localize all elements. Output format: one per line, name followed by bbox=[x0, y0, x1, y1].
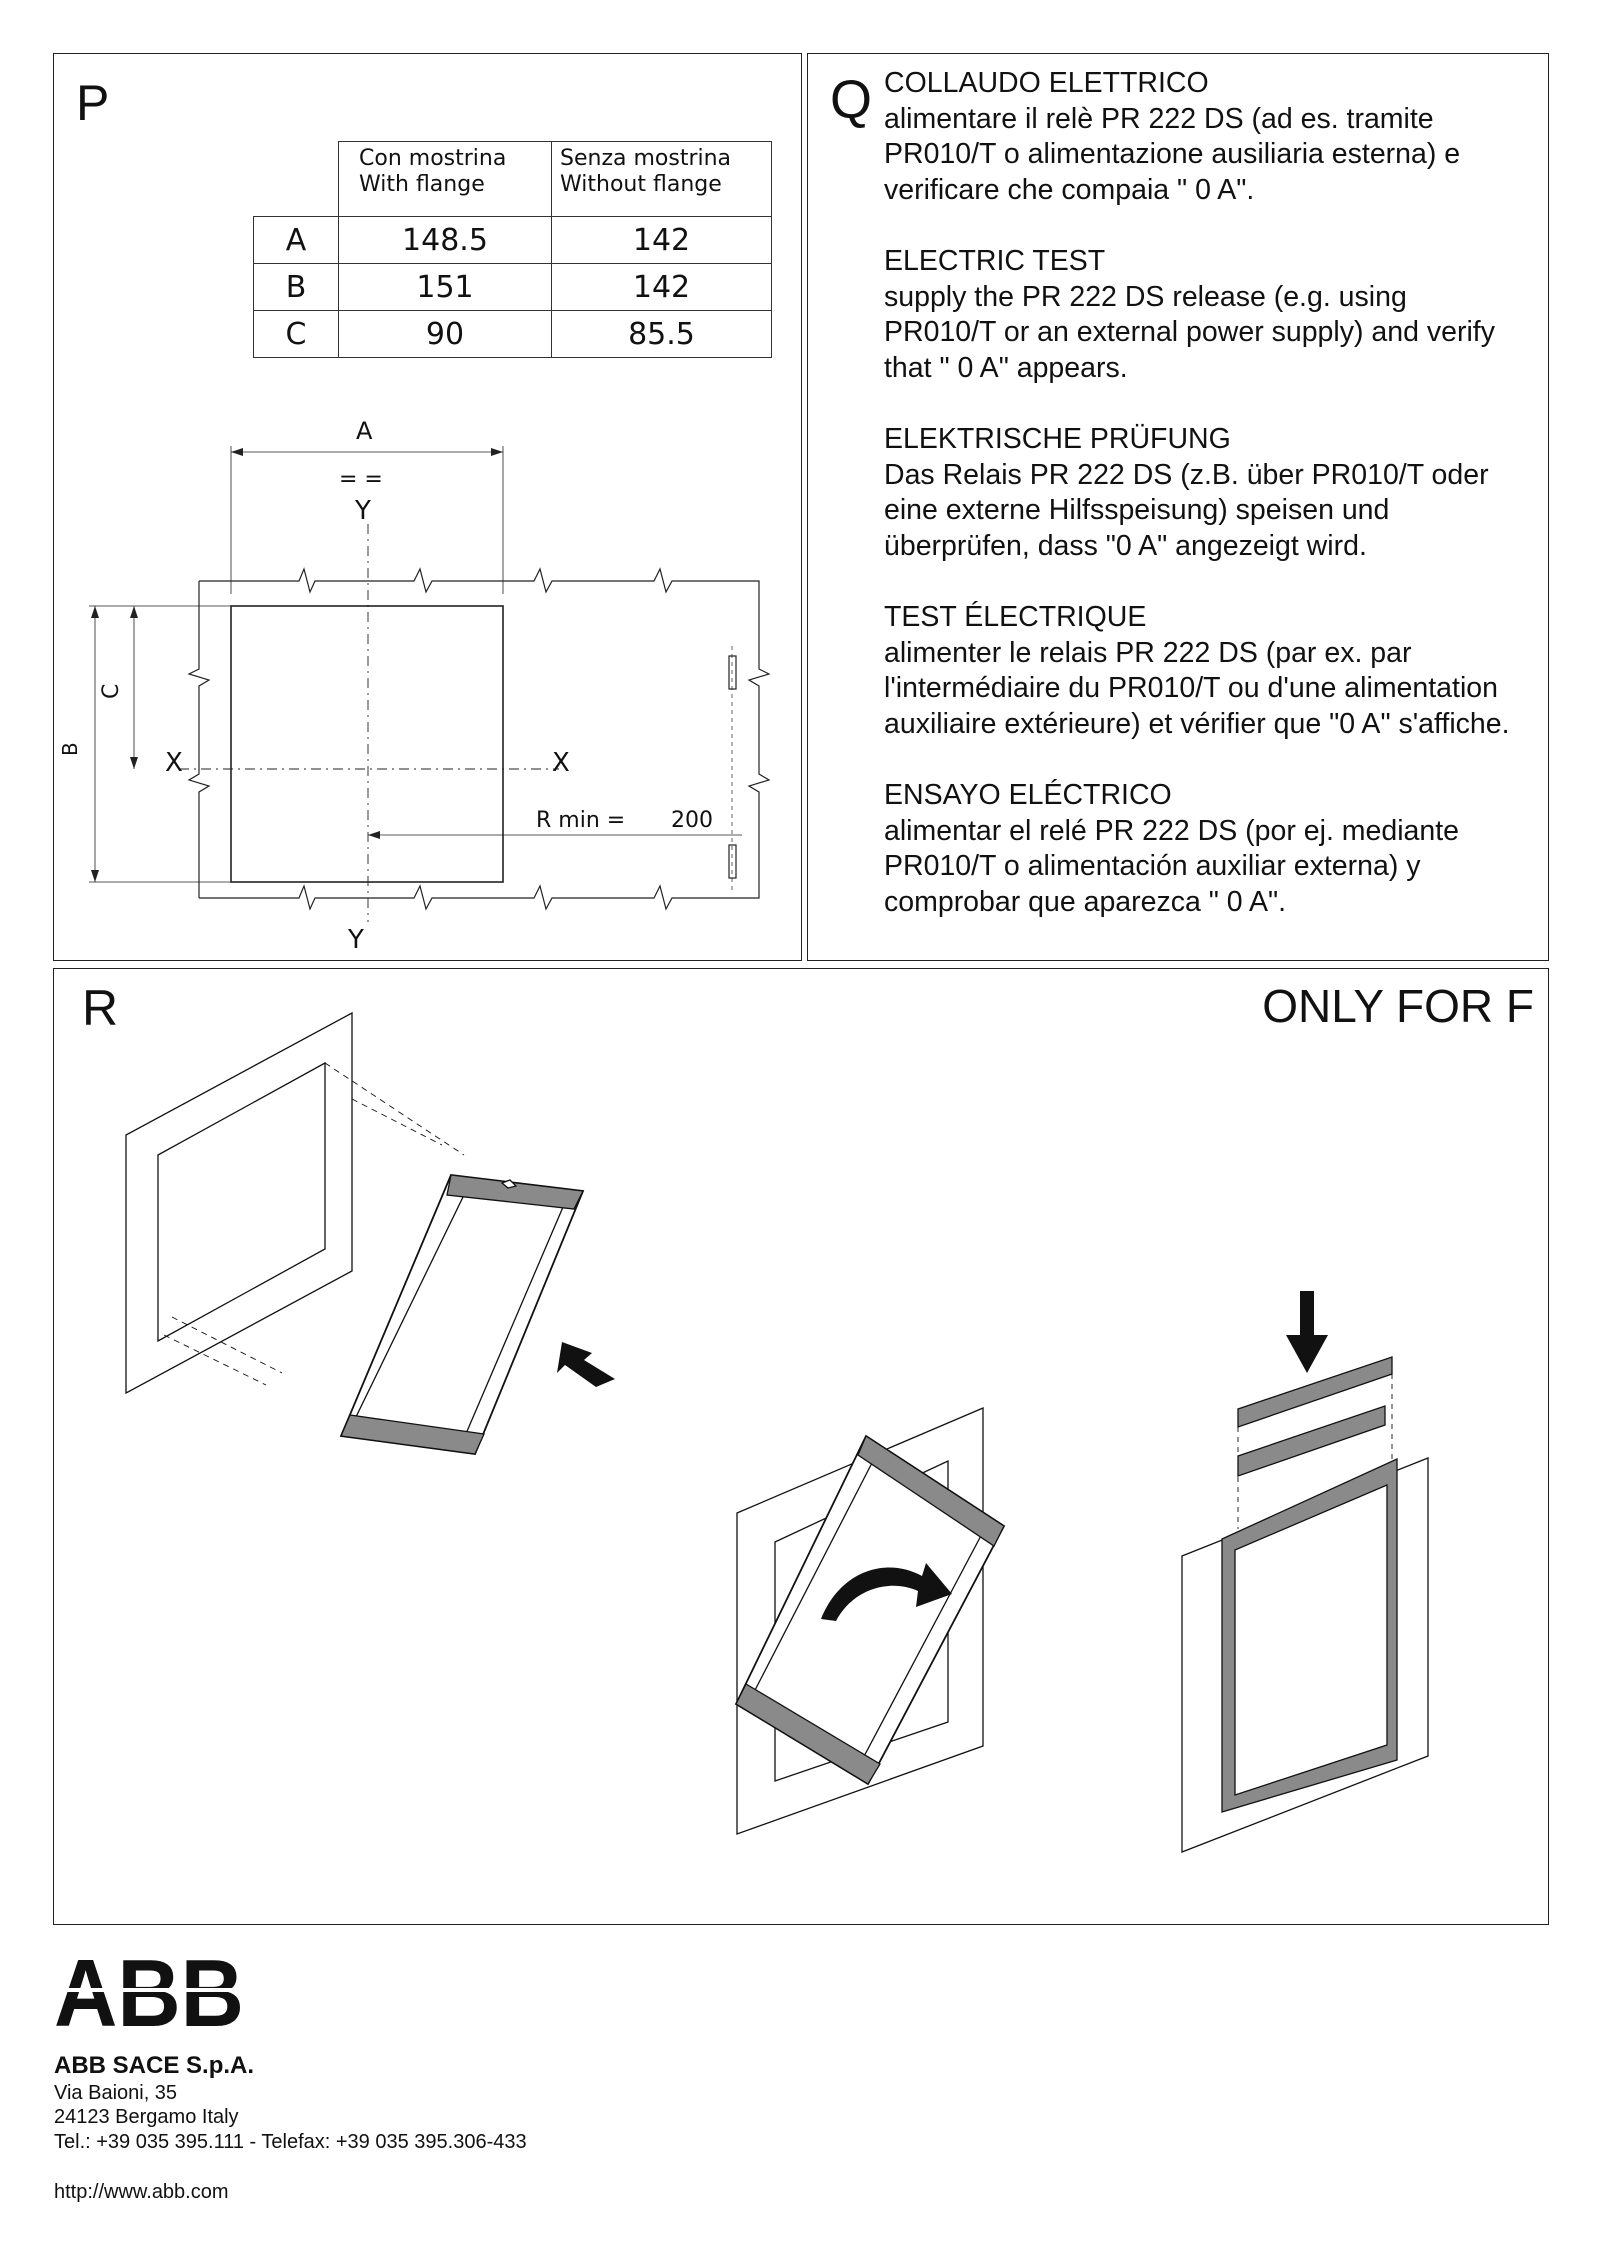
block-title: ENSAYO ELÉCTRICO bbox=[884, 779, 1172, 811]
rotated-frame-strip-top bbox=[857, 1435, 1005, 1547]
only-for-label: ONLY FOR F bbox=[1262, 980, 1534, 1032]
block-line: eine externe Hilfsspeisung) speisen und bbox=[884, 494, 1390, 526]
header-with-flange: Con mostrina With flange bbox=[338, 141, 552, 217]
label-y-top: Y bbox=[354, 496, 371, 526]
company-name: ABB SACE S.p.A. bbox=[54, 2052, 255, 2079]
label-x-left: X bbox=[165, 748, 183, 778]
header-without-flange-it: Senza mostrina bbox=[560, 146, 732, 171]
abb-logo-mark: ABB bbox=[54, 1950, 244, 2034]
slot-lower bbox=[728, 844, 737, 879]
r-min-label: R min = bbox=[536, 808, 625, 833]
address-city: 24123 Bergamo Italy bbox=[54, 2106, 239, 2128]
label-x-right: X bbox=[552, 748, 570, 778]
panel-q-letter: Q bbox=[830, 70, 873, 130]
header-with-flange-en: With flange bbox=[359, 171, 485, 197]
panel-edge-top bbox=[199, 567, 760, 594]
block-title: ELECTRIC TEST bbox=[884, 245, 1106, 277]
panel-edge-bottom bbox=[199, 884, 760, 911]
panel-q: Q bbox=[807, 53, 1549, 961]
push-arrow-icon bbox=[557, 1342, 615, 1387]
label-a: A bbox=[356, 417, 373, 445]
instruction-block-fr: TEST ÉLECTRIQUE alimenter le relais PR 2… bbox=[884, 600, 1564, 742]
website-link[interactable]: http://www.abb.com bbox=[54, 2181, 229, 2203]
block-line: alimentar el relé PR 222 DS (por ej. med… bbox=[884, 814, 1460, 847]
label-equal: = = bbox=[339, 467, 383, 492]
block-line: auxiliaire extérieure) et vérifier que "… bbox=[884, 707, 1510, 740]
block-line: PR010/T o alimentazione ausiliaria ester… bbox=[884, 138, 1461, 170]
block-line: alimentare il relè PR 222 DS (ad es. tra… bbox=[884, 102, 1434, 135]
block-title: TEST ÉLECTRIQUE bbox=[884, 601, 1147, 633]
block-line: verificare che compaia " 0 A". bbox=[884, 173, 1255, 206]
header-with-flange-it: Con mostrina bbox=[359, 146, 507, 171]
electric-test-instructions: COLLAUDO ELETTRICO alimentare il relè PR… bbox=[884, 66, 1564, 956]
rotate-arrow-icon bbox=[821, 1563, 952, 1621]
instruction-block-en: ELECTRIC TEST supply the PR 222 DS relea… bbox=[884, 244, 1564, 386]
flange-assembly-illustration bbox=[125, 1011, 1429, 1853]
header-without-flange: Senza mostrina Without flange bbox=[551, 141, 772, 217]
block-line: überprüfen, dass "0 A" angezeigt wird. bbox=[884, 529, 1367, 562]
header-without-flange-en: Without flange bbox=[560, 171, 722, 197]
value-with-flange: 90 bbox=[338, 310, 552, 358]
panel-edge-left bbox=[187, 581, 211, 898]
down-arrow-icon bbox=[1286, 1291, 1328, 1373]
frame-bottom-strip bbox=[340, 1414, 485, 1455]
block-line: l'intermédiaire du PR010/T ou d'une alim… bbox=[884, 672, 1498, 704]
abb-logo: ABB bbox=[54, 1950, 244, 2034]
instruction-block-it: COLLAUDO ELETTRICO alimentare il relè PR… bbox=[884, 66, 1564, 208]
panel-p-letter: P bbox=[76, 75, 110, 131]
value-without-flange: 142 bbox=[551, 263, 772, 311]
frame-top-strip bbox=[446, 1174, 584, 1210]
value-without-flange: 85.5 bbox=[551, 310, 772, 358]
block-title: COLLAUDO ELETTRICO bbox=[884, 67, 1209, 99]
block-line: PR010/T or an external power supply) and… bbox=[884, 316, 1495, 348]
slot-upper bbox=[728, 655, 737, 690]
panel-p: P Con mostrina With flange Senza mostrin… bbox=[53, 53, 802, 961]
panel-r-letter: R bbox=[82, 980, 119, 1036]
step-1-insert-frame bbox=[125, 1011, 585, 1455]
row-label: C bbox=[253, 310, 339, 358]
dimension-table: Con mostrina With flange Senza mostrina … bbox=[253, 141, 772, 358]
cutout-rect bbox=[230, 605, 504, 883]
step-2-rotate-frame bbox=[734, 1407, 1006, 1835]
block-line: PR010/T o alimentación auxiliar externa)… bbox=[884, 850, 1421, 882]
instruction-block-es: ENSAYO ELÉCTRICO alimentar el relé PR 22… bbox=[884, 778, 1564, 920]
table-header-row: Con mostrina With flange Senza mostrina … bbox=[254, 141, 772, 217]
block-line: that " 0 A" appears. bbox=[884, 351, 1128, 384]
instruction-block-de: ELEKTRISCHE PRÜFUNG Das Relais PR 222 DS… bbox=[884, 422, 1564, 564]
value-with-flange: 151 bbox=[338, 263, 552, 311]
table-row: B 151 142 bbox=[253, 263, 772, 311]
label-b: B bbox=[58, 742, 82, 756]
block-line: comprobar que aparezca " 0 A". bbox=[884, 885, 1287, 918]
block-line: Das Relais PR 222 DS (z.B. über PR010/T … bbox=[884, 458, 1489, 491]
r-min-value: 200 bbox=[671, 808, 713, 833]
label-c: C bbox=[99, 684, 124, 699]
contact-phone: Tel.: +39 035 395.111 - Telefax: +39 035… bbox=[54, 2131, 527, 2153]
address-street: Via Baioni, 35 bbox=[54, 2082, 178, 2104]
step-3-insert-strip bbox=[1181, 1356, 1429, 1853]
table-row: C 90 85.5 bbox=[253, 310, 772, 358]
cutout-dimension-drawing: A = = Y Y X X B C R min = 200 bbox=[58, 417, 771, 955]
assembled-frame-inner bbox=[1234, 1484, 1388, 1796]
rotated-frame-strip-bottom bbox=[735, 1683, 881, 1785]
block-line: alimenter le relais PR 222 DS (par ex. p… bbox=[884, 636, 1412, 669]
block-line: supply the PR 222 DS release (e.g. using bbox=[884, 280, 1407, 313]
block-title: ELEKTRISCHE PRÜFUNG bbox=[884, 423, 1231, 455]
panel-r: R ONLY FOR F bbox=[53, 968, 1549, 1925]
panel-edge-right bbox=[747, 587, 771, 890]
label-y-bottom: Y bbox=[347, 925, 364, 955]
